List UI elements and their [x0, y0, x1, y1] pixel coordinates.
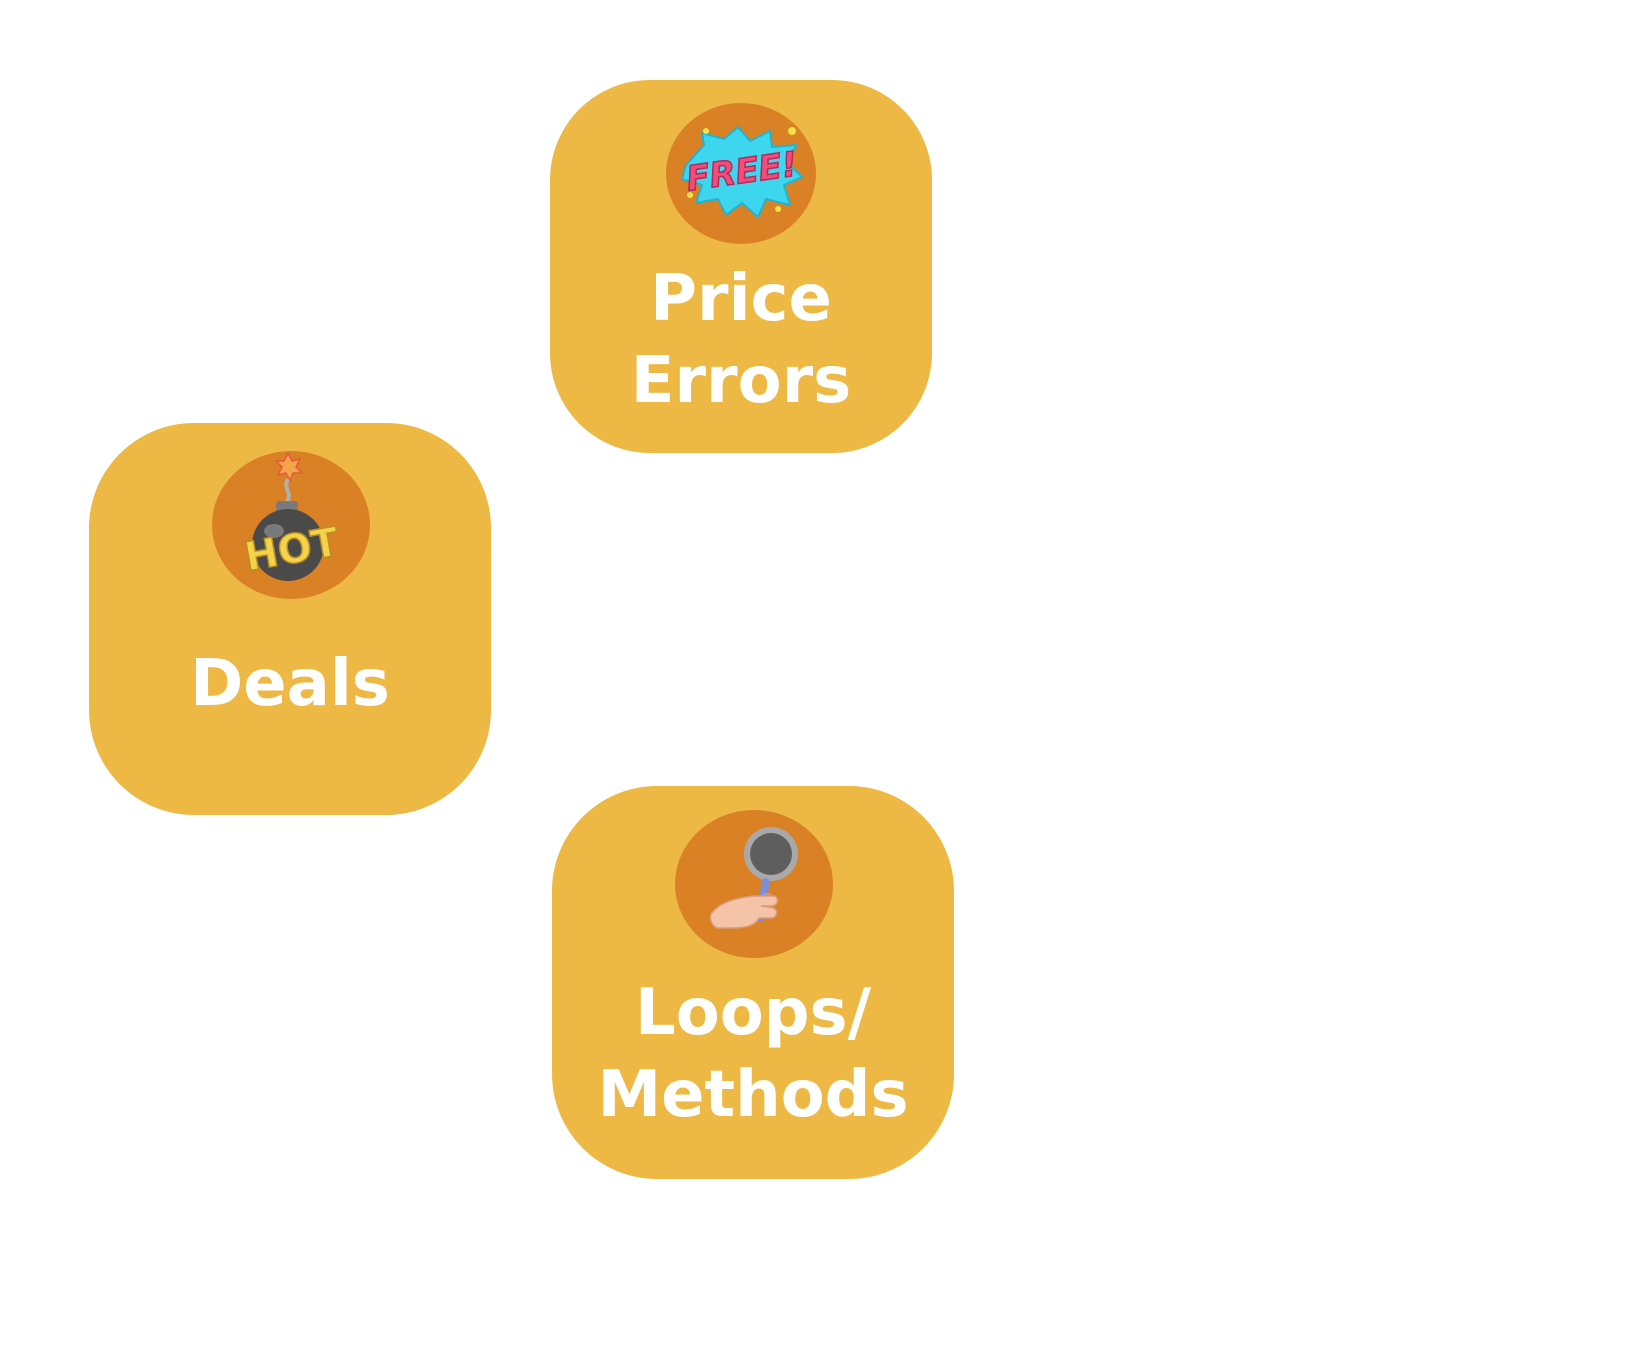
- hot-bomb-icon: HOT: [212, 451, 370, 599]
- tile-deals[interactable]: HOT Deals: [89, 423, 491, 815]
- tile-label-loops-methods: Loops/ Methods: [597, 976, 909, 1132]
- free-burst-icon: FREE!: [666, 103, 816, 244]
- tile-price-errors[interactable]: FREE! Price Errors: [550, 80, 932, 453]
- tile-label-deals: Deals: [190, 647, 390, 721]
- tile-label-price-errors: Price Errors: [630, 262, 852, 418]
- magnifier-hand-icon: [675, 810, 833, 958]
- tile-loops-methods[interactable]: Loops/ Methods: [552, 786, 954, 1179]
